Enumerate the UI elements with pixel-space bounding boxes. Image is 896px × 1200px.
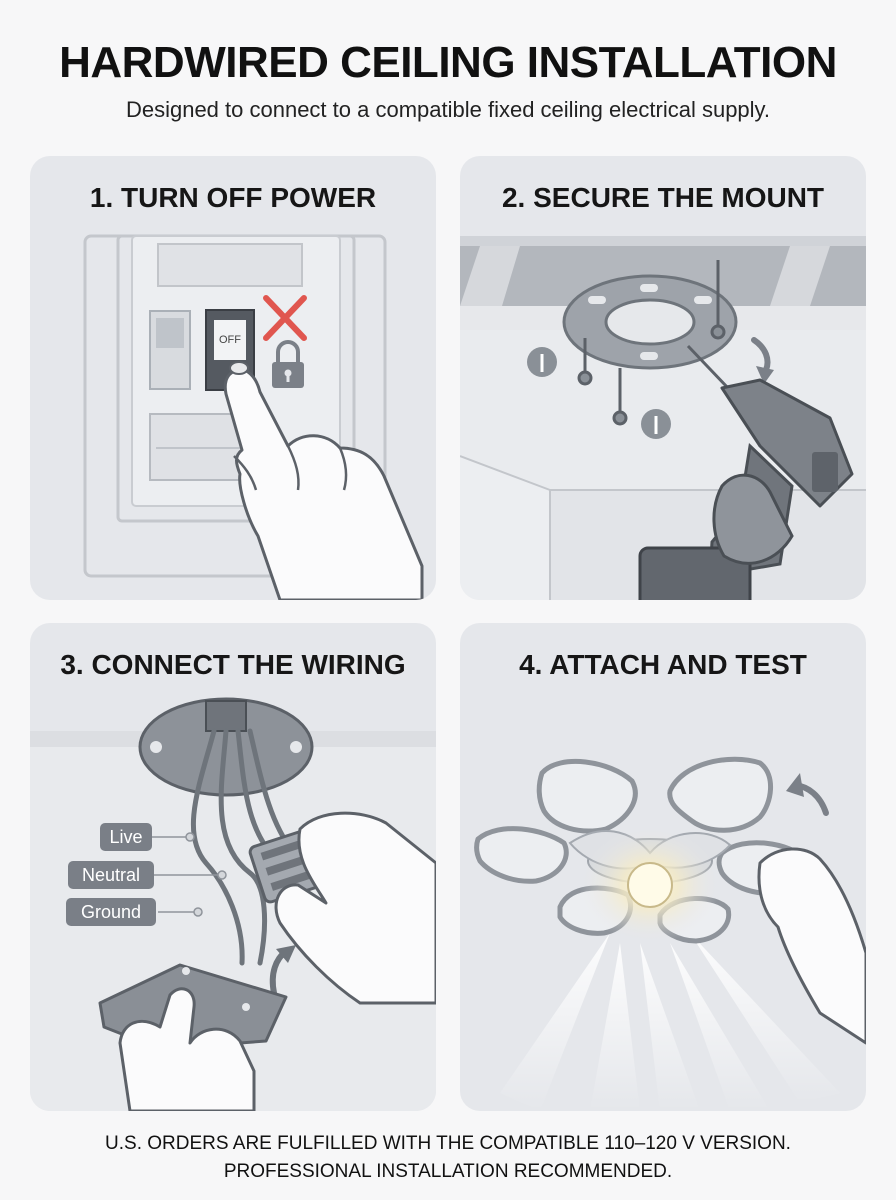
switch-off-label: OFF — [219, 334, 241, 346]
mount-illustration — [460, 236, 866, 600]
warning-x-icon — [263, 295, 307, 341]
footer-line-professional: PROFESSIONAL INSTALLATION RECOMMENDED. — [223, 1161, 673, 1182]
wire-label-ground: Ground — [66, 898, 156, 926]
power-panel-illustration: OFF — [83, 234, 424, 600]
hand-icon — [757, 847, 866, 1045]
wire-label-text: Ground — [81, 902, 141, 922]
wire-label-text: Neutral — [82, 865, 140, 885]
page-subtitle: Designed to connect to a compatible fixe… — [125, 97, 771, 122]
step-card-connect-the-wiring: Live Neutral Ground 3. CONNECT THE WIRIN… — [30, 623, 436, 1111]
footer-notice: U.S. ORDERS ARE FULFILLED WITH THE COMPA… — [0, 1130, 896, 1186]
screw-icon — [577, 260, 726, 426]
wire-label-neutral: Neutral — [68, 861, 154, 889]
step-title: 4. ATTACH AND TEST — [519, 649, 807, 680]
step-card-attach-and-test: 4. ATTACH AND TEST — [460, 623, 866, 1111]
screw-badge-icon — [527, 347, 671, 439]
wire-label-live: Live — [100, 823, 152, 851]
rotate-arrow-icon — [751, 337, 771, 373]
mounting-plate — [562, 274, 738, 370]
wiring-illustration: Live Neutral Ground — [30, 697, 436, 1111]
power-drill-icon — [638, 344, 854, 600]
footer-line-voltage: U.S. ORDERS ARE FULFILLED WITH THE COMPA… — [105, 1133, 791, 1154]
ceiling-light-illustration — [474, 756, 866, 1111]
page-title: HARDWIRED CEILING INSTALLATION — [59, 38, 837, 87]
step-title: 2. SECURE THE MOUNT — [501, 182, 825, 213]
step-title: 3. CONNECT THE WIRING — [60, 649, 406, 680]
lock-icon — [272, 340, 304, 388]
pointing-hand-icon — [223, 361, 424, 600]
wire-label-text: Live — [109, 827, 142, 847]
fan-body — [568, 827, 732, 943]
light-beams — [500, 933, 840, 1111]
step-card-turn-off-power: OFF 1. TURN OFF POWER — [30, 156, 436, 600]
step-card-secure-the-mount: 2. SECURE THE MOUNT — [460, 156, 866, 600]
hand-icon — [118, 811, 436, 1111]
wire-label-leader-lines — [150, 832, 227, 917]
step-title: 1. TURN OFF POWER — [89, 182, 377, 213]
